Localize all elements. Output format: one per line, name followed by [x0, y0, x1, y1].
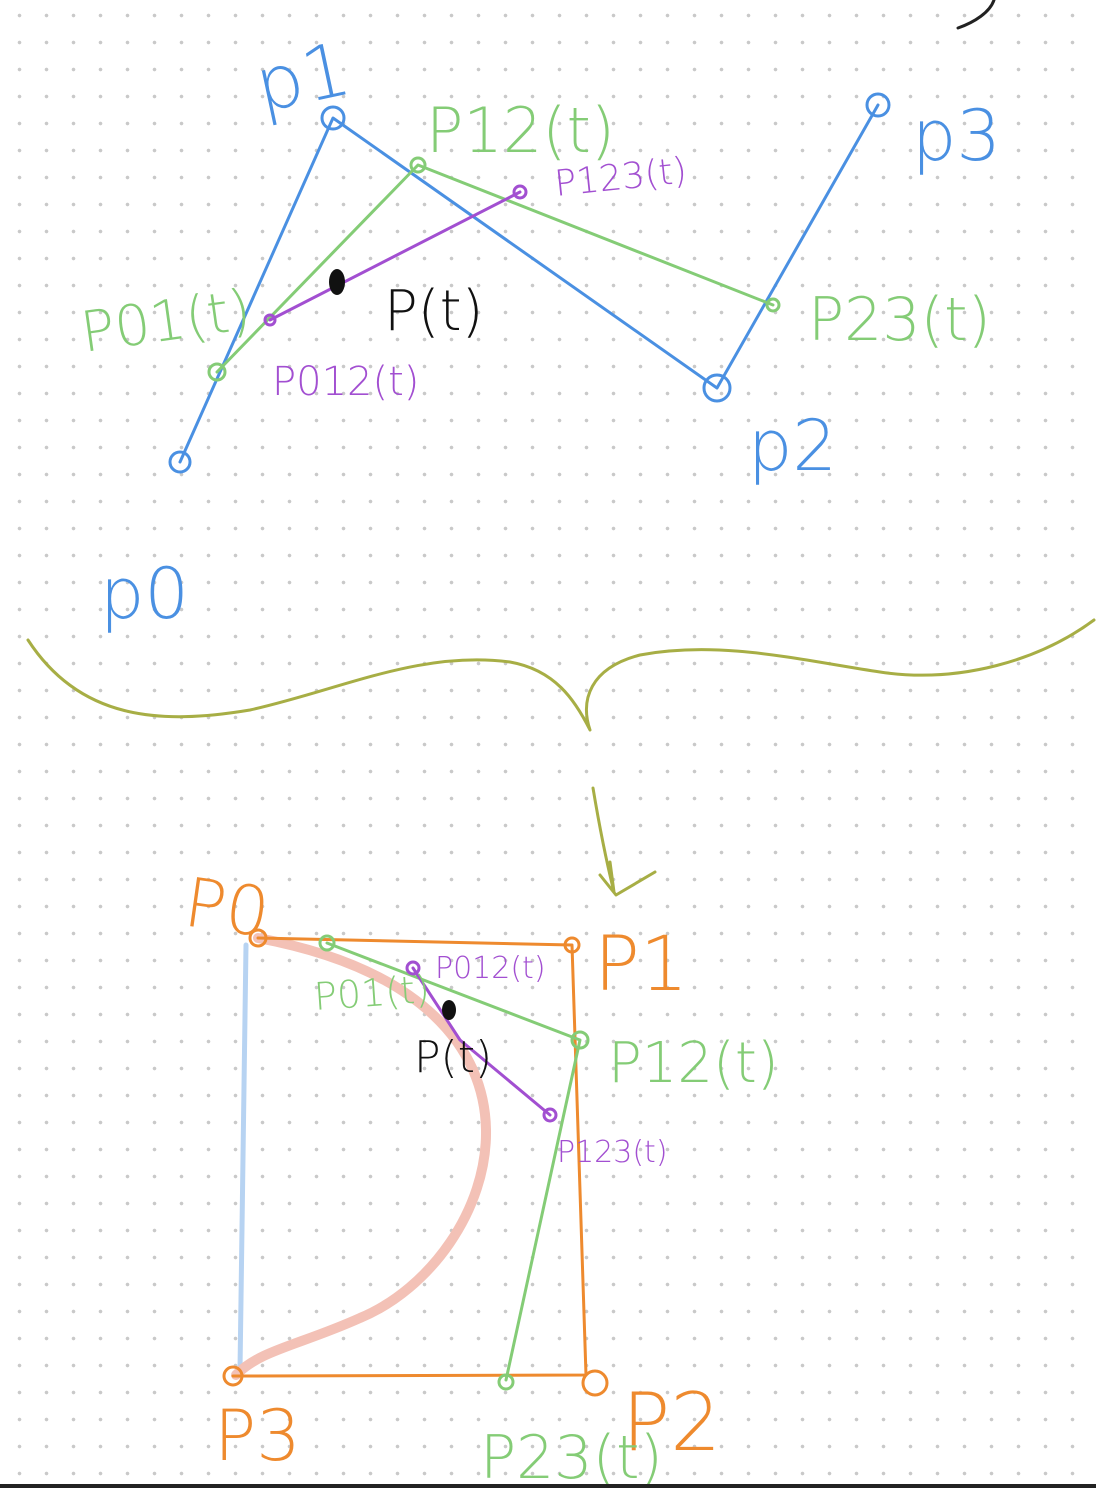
top-p1-point [320, 105, 346, 131]
bottom-label-p0: P0 [180, 864, 274, 954]
top-p2-point [702, 373, 732, 403]
bottom-p3-point [222, 1365, 244, 1387]
top-diagram: p0 p1 p2 p3 P01(t) P12(t) P23(t) P012(t)… [77, 0, 1001, 635]
top-label-p2: p2 [748, 405, 837, 487]
bottom-p23-point [497, 1373, 515, 1391]
top-control-polygon [178, 103, 880, 464]
bottom-edge-bar [0, 1484, 1096, 1488]
bottom-p01-point [318, 934, 336, 952]
top-p12-point [409, 156, 427, 174]
bottom-label-p3: P3 [214, 1395, 301, 1477]
bottom-purple-segments [411, 966, 552, 1117]
bottom-green-segments [325, 941, 582, 1382]
top-p01-point [207, 362, 227, 382]
bottom-label-p23: P23(t) [480, 1423, 663, 1488]
top-label-p12: P12(t) [426, 94, 615, 167]
bottom-p0-point [248, 928, 268, 948]
top-green-segments [215, 163, 775, 374]
top-label-p1: p1 [248, 26, 358, 130]
bottom-control-polygon [231, 936, 588, 1378]
bottom-p1-point [563, 936, 581, 954]
top-p123-point [512, 184, 528, 200]
bottom-p2-point [581, 1369, 609, 1397]
top-label-p012: P012(t) [272, 359, 419, 405]
top-purple-segment [268, 190, 522, 322]
bottom-label-p012: P012(t) [435, 951, 546, 986]
bottom-p123-point [542, 1107, 558, 1123]
top-pt-point [329, 269, 345, 295]
bottom-diagram: P0 P1 P2 P3 P01(t) P12(t) P23(t) P012(t)… [180, 864, 779, 1488]
top-p012-point [263, 313, 277, 327]
top-label-p23: P23(t) [808, 285, 991, 355]
brace-curve [26, 618, 1096, 732]
top-p23-point [765, 297, 781, 313]
bottom-label-p2: P2 [622, 1376, 721, 1469]
top-p0-point [168, 450, 192, 474]
top-label-pt: P(t) [384, 279, 483, 344]
bottom-p012-point [405, 960, 421, 976]
divider-brace [26, 618, 1096, 897]
bottom-label-p123: P123(t) [557, 1135, 668, 1170]
arrow-down [591, 786, 657, 897]
top-p3-point [865, 92, 891, 118]
bottom-label-pt: P(t) [414, 1032, 492, 1083]
bottom-bezier-curve [231, 933, 491, 1380]
bottom-p0-p3-line [237, 942, 249, 1373]
bottom-label-p01: P01(t) [313, 967, 432, 1019]
top-right-mark [956, 0, 996, 30]
bottom-label-p12: P12(t) [608, 1031, 779, 1096]
top-label-p3: p3 [912, 95, 1001, 177]
bottom-p12-point [570, 1030, 590, 1050]
top-label-p0: p0 [100, 553, 189, 635]
bottom-pt-point [442, 1000, 456, 1020]
bottom-label-p1: P1 [594, 919, 688, 1008]
